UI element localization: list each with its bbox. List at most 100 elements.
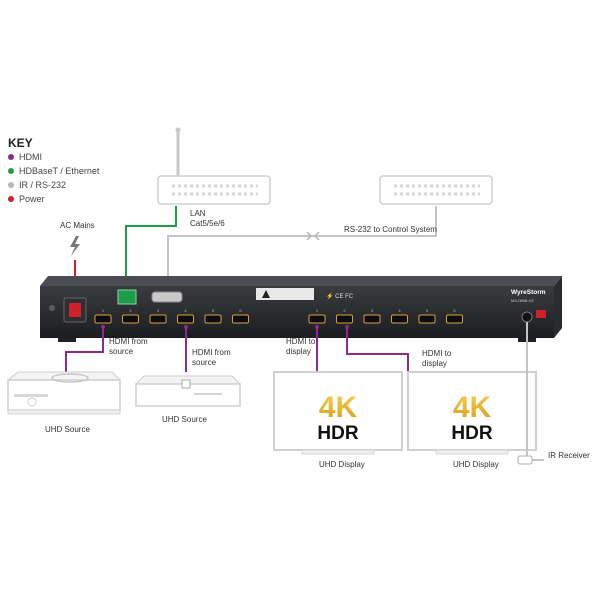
hdmi-input-port-number: 6 [239, 308, 242, 313]
hdmi-to-display-label: HDMI to [286, 337, 316, 346]
ac-mains-label: AC Mains [60, 221, 95, 230]
uhd-source-player-2 [134, 375, 242, 407]
key-label: HDMI [19, 152, 42, 162]
router-body [157, 175, 271, 205]
hdmi-cable-display2 [346, 325, 409, 372]
uhd-display-caption: UHD Display [453, 460, 499, 469]
rs232-port [151, 291, 183, 303]
disc-logo-icon [51, 373, 89, 383]
hdmi-plug [345, 325, 349, 329]
uhd-display-2: 4K HDR [407, 371, 537, 455]
display-stand [301, 449, 375, 455]
uhd-source-player-1 [6, 371, 122, 415]
warning-label [256, 288, 314, 300]
key-title: KEY [8, 136, 33, 150]
hdmi-output-port-number: 1 [316, 308, 319, 313]
power-color-dot [8, 196, 14, 202]
hdmi-to-display-label: display [286, 347, 311, 356]
key-item-hdmi: HDMI [8, 152, 42, 162]
display-screen [412, 376, 532, 446]
key-label: Power [19, 194, 45, 204]
ir-color-dot [8, 182, 14, 188]
ir-receiver-label: IR Receiver [548, 451, 590, 460]
logo-hdr: HDR [451, 423, 492, 444]
rs232-label: RS-232 to Control System [344, 225, 437, 234]
router-antenna-tip [175, 127, 181, 133]
uhd-source-caption: UHD Source [162, 415, 207, 424]
disc-tray [14, 394, 48, 397]
status-led [536, 310, 546, 318]
brand-logo: WyreStorm [511, 289, 546, 296]
power-switch [69, 303, 81, 317]
hdmi-input-port-number: 3 [157, 308, 160, 313]
hdmi-from-source-label: source [109, 347, 134, 356]
lan-port [117, 289, 137, 305]
hdmi-output-port-number: 6 [453, 308, 456, 313]
key-item-hdbaset: HDBaseT / Ethernet [8, 166, 99, 176]
chassis-foot [58, 338, 76, 342]
hdmi-input-port-number: 5 [212, 308, 215, 313]
hdmi-color-dot [8, 154, 14, 160]
key-item-power: Power [8, 194, 45, 204]
lan-label-line2: Cat5/5e/6 [190, 219, 225, 228]
player-base [7, 409, 121, 415]
hdmi-input-port-number: 2 [129, 308, 132, 313]
hdmi-output-port-number: 3 [371, 308, 374, 313]
hdmi-input-port-5 [204, 314, 222, 324]
hdmi-output-port-3 [363, 314, 381, 324]
uhd-display-1: 4K HDR [273, 371, 403, 455]
disc-icon [27, 397, 37, 407]
hdmi-input-port-1 [94, 314, 112, 324]
display-screen [278, 376, 398, 446]
hdmi-input-port-2 [122, 314, 139, 324]
chassis-top [40, 276, 562, 286]
logo-hdr: HDR [317, 423, 358, 444]
lightning-icon [70, 236, 80, 256]
hdmi-input-port-3 [149, 314, 167, 324]
key-label: IR / RS-232 [19, 180, 67, 190]
hdmi-input-port-4 [177, 314, 194, 324]
display-stand [435, 449, 509, 455]
control-system [379, 175, 493, 205]
player-top [6, 371, 122, 381]
hdmi-input-port-6 [232, 314, 249, 324]
hdmi-output-port-number: 5 [426, 308, 429, 313]
cert-marks: ⚡ CE FC [326, 292, 354, 300]
hdmi-output-port-2 [336, 314, 353, 324]
ground-screw [49, 305, 55, 311]
control-system-body [379, 175, 493, 205]
chassis-side [554, 276, 562, 338]
rs232-arrow-right [306, 231, 313, 241]
hdmi-output-port-4 [391, 314, 408, 324]
hdmi-from-source-label: HDMI from [192, 348, 231, 357]
key-label: HDBaseT / Ethernet [19, 166, 100, 176]
logo-4k: 4K [453, 391, 492, 424]
model-number: MX-0808-H2 [511, 298, 534, 303]
hdmi-plug [101, 325, 105, 329]
hdmi-output-port-5 [418, 314, 436, 324]
hdmi-from-source-label: HDMI from [109, 337, 148, 346]
hdmi-output-port-number: 2 [343, 308, 346, 313]
hdmi-plug [315, 325, 319, 329]
ir-port [521, 311, 533, 323]
hdmi-from-source-label: source [192, 358, 217, 367]
hdmi-output-port-1 [308, 314, 326, 324]
uhd-display-caption: UHD Display [319, 460, 365, 469]
warning-icon [262, 290, 270, 298]
media-box-port [181, 379, 191, 389]
hdmi-input-port-number: 1 [102, 308, 105, 313]
lan-label-line1: LAN [190, 209, 206, 218]
lan-cable [125, 206, 177, 292]
network-router [157, 127, 271, 205]
ir-receiver-device [517, 455, 533, 465]
rs232-cable [167, 206, 437, 292]
hdmi-to-display-label: display [422, 359, 447, 368]
logo-4k: 4K [319, 391, 358, 424]
uhd-source-caption: UHD Source [45, 425, 90, 434]
hdmi-output-port-6 [446, 314, 463, 324]
hdbaset-color-dot [8, 168, 14, 174]
